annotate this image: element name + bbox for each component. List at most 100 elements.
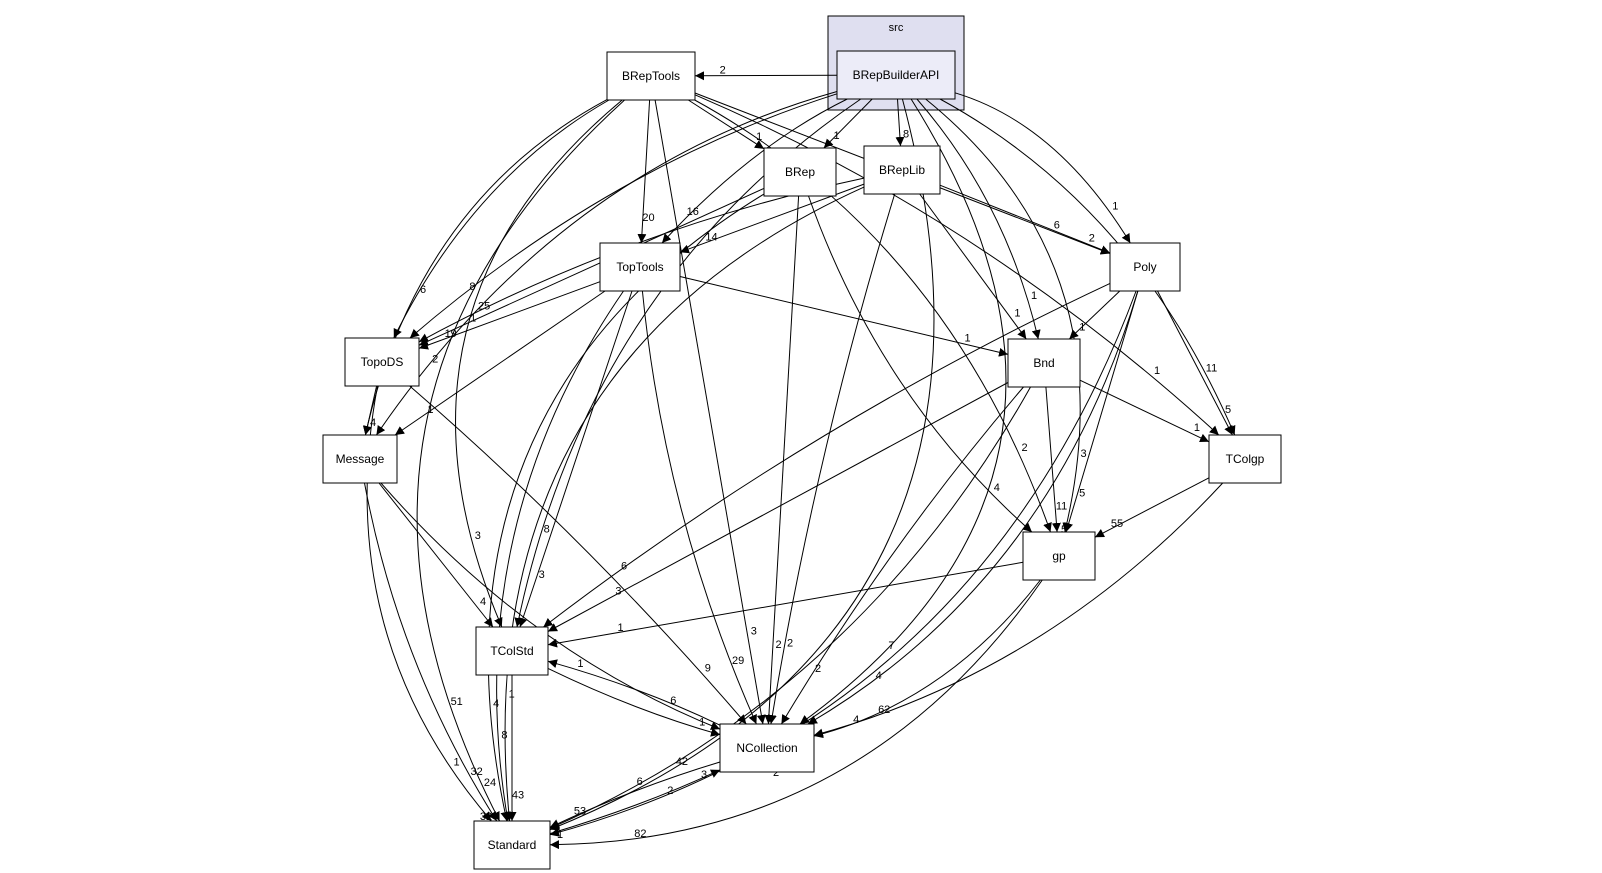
edge-label-bnd-to-standard: 6: [637, 776, 643, 788]
node-breplib[interactable]: BRepLib: [863, 145, 941, 195]
edge-label-message-to-ncollection: 6: [670, 695, 676, 707]
node-label-topods: TopoDS: [361, 355, 404, 369]
node-standard[interactable]: Standard: [473, 820, 551, 870]
node-label-brep: BRep: [785, 165, 815, 179]
edge-label-bnd-to-tcolgp: 1: [1194, 422, 1200, 434]
edge-label-poly-to-tcolgp: 5: [1225, 404, 1231, 416]
extra-edge-label: 24: [484, 777, 496, 789]
edge-breptools-to-ncollection: [654, 99, 766, 725]
node-box-poly[interactable]: [1109, 242, 1181, 292]
node-box-standard[interactable]: [473, 820, 551, 870]
edge-brepbuilderapi-to-bnd: [916, 98, 1041, 340]
edge-label-breplib-to-bnd: 1: [1014, 308, 1020, 320]
node-breptools[interactable]: BRepTools: [606, 51, 696, 101]
node-box-ncollection[interactable]: [719, 723, 815, 773]
node-tcolstd[interactable]: TColStd: [475, 626, 549, 676]
edge-label-toptools-to-bnd: 1: [965, 332, 971, 344]
edge-breptools-to-brep: [688, 99, 765, 150]
node-label-toptools: TopTools: [616, 260, 663, 274]
extra-edge-label: 2: [773, 767, 779, 779]
edge-label-breplib-to-ncollection: 2: [787, 638, 793, 650]
edge-label-ncollection-to-standard: 53: [574, 805, 586, 817]
edge-bnd-to-standard: [549, 386, 1031, 829]
edge-label-breptools-to-tcolgp: 1: [1154, 365, 1160, 377]
edge-topods-to-ncollection: [409, 385, 747, 725]
node-label-brepbuilderapi: BRepBuilderAPI: [853, 68, 940, 82]
edge-label-breptools-to-topods: 6: [420, 284, 426, 296]
edge-label-gp-to-standard: 82: [634, 828, 646, 840]
edge-poly-to-tcolstd: [543, 282, 1111, 628]
edge-message-to-standard: [364, 482, 498, 822]
edge-breplib-to-toptools: [679, 183, 865, 254]
node-toptools[interactable]: TopTools: [599, 242, 681, 292]
edge-breptools-to-tcolstd: [455, 99, 623, 628]
node-box-gp[interactable]: [1022, 531, 1096, 581]
edge-poly-to-ncollection: [807, 290, 1139, 725]
node-bnd[interactable]: Bnd: [1007, 338, 1081, 388]
edge-label-bnd-to-tcolstd: 3: [615, 586, 621, 598]
node-brep[interactable]: BRep: [763, 147, 837, 197]
edge-toptools-to-ncollection: [641, 290, 757, 725]
edge-bnd-to-gp: [1045, 386, 1061, 533]
edge-label-brepbuilderapi-to-poly: 1: [1112, 200, 1118, 212]
edge-brep-to-ncollection: [764, 195, 800, 725]
node-box-bnd[interactable]: [1007, 338, 1081, 388]
edge-label-bnd-to-ncollection: 2: [815, 663, 821, 675]
edge-ncollection-to-tcolstd: [547, 659, 721, 726]
node-label-poly: Poly: [1133, 260, 1156, 274]
edge-label-breptools-to-brep: 1: [756, 131, 762, 143]
node-box-toptools[interactable]: [599, 242, 681, 292]
edge-label-layer: 2181618121138742120623351216124414252121…: [370, 65, 1231, 841]
edge-label-message-to-standard: 32: [470, 766, 482, 778]
node-poly[interactable]: Poly: [1109, 242, 1181, 292]
edge-label-toptools-to-message: 1: [427, 404, 433, 416]
edge-brepbuilderapi-to-gp: [925, 98, 1081, 533]
node-brepbuilderapi[interactable]: BRepBuilderAPI: [836, 50, 956, 100]
edge-poly-to-standard: [549, 290, 1137, 837]
node-label-breplib: BRepLib: [879, 163, 925, 177]
edge-breplib-to-poly: [939, 184, 1111, 254]
node-box-tcolgp[interactable]: [1208, 434, 1282, 484]
edge-breplib-to-ncollection: [767, 193, 896, 725]
edge-label-toptools-to-tcolstd: 3: [539, 569, 545, 581]
node-label-ncollection: NCollection: [736, 741, 797, 755]
edge-breplib-to-standard: [504, 186, 865, 822]
node-box-breplib[interactable]: [863, 145, 941, 195]
edge-label-brepbuilderapi-to-ncollection: 7: [888, 640, 894, 652]
node-topods[interactable]: TopoDS: [344, 337, 420, 387]
edge-label-breplib-to-toptools: 14: [705, 232, 717, 244]
edge-label-breplib-to-poly: 2: [1089, 232, 1095, 244]
node-box-tcolstd[interactable]: [475, 626, 549, 676]
edge-label-brepbuilderapi-to-topods: 8: [469, 281, 475, 293]
node-gp[interactable]: gp: [1022, 531, 1096, 581]
node-message[interactable]: Message: [322, 434, 398, 484]
edge-brep-to-gp: [808, 195, 1033, 533]
edge-label-topods-to-message: 4: [370, 417, 376, 429]
edge-poly-to-tcolgp: [1157, 290, 1233, 436]
node-box-brep[interactable]: [763, 147, 837, 197]
node-box-topods[interactable]: [344, 337, 420, 387]
edge-label-brep-to-standard: 4: [493, 698, 499, 710]
edge-label-poly-to-bnd: 1: [1079, 321, 1085, 333]
node-ncollection[interactable]: NCollection: [719, 723, 815, 773]
edge-brepbuilderapi-to-brep: [823, 98, 873, 149]
edge-label-brep-to-gp: 4: [994, 482, 1000, 494]
node-label-bnd: Bnd: [1033, 356, 1054, 370]
edge-bnd-to-ncollection: [780, 386, 1024, 725]
node-box-breptools[interactable]: [606, 51, 696, 101]
edge-message-to-tcolstd: [378, 482, 494, 628]
node-tcolgp[interactable]: TColgp: [1208, 434, 1282, 484]
edge-gp-to-ncollection: [813, 579, 1041, 739]
edge-label-brepbuilderapi-to-brep: 1: [833, 130, 839, 142]
edge-breptools-to-gp: [694, 99, 1052, 533]
edge-label-tcolstd-to-standard: 43: [512, 790, 524, 802]
extra-edge-label: 5: [1061, 524, 1067, 536]
edge-label-poly-to-standard: 2: [667, 785, 673, 797]
edge-brepbuilderapi-to-tcolgp: [939, 98, 1236, 436]
node-box-brepbuilderapi[interactable]: [836, 50, 956, 100]
node-box-message[interactable]: [322, 434, 398, 484]
edge-message-to-ncollection: [380, 482, 721, 730]
edge-label-ncollection-to-tcolstd: 1: [577, 658, 583, 670]
edge-label-breplib-to-topods: 25: [478, 300, 490, 312]
